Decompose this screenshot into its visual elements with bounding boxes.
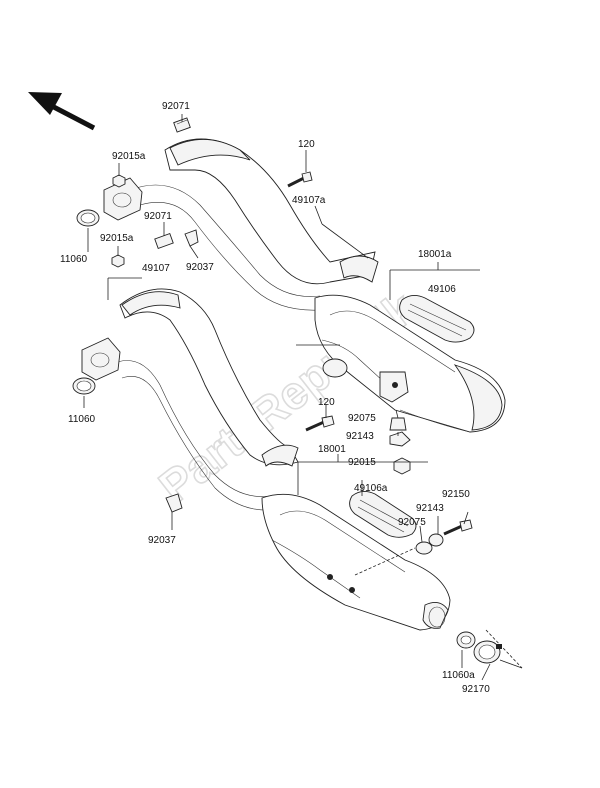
bolt-92150 (443, 519, 473, 536)
bracket-92037-low (165, 493, 183, 513)
label-92015: 92015 (348, 457, 376, 468)
nut-92015 (393, 457, 411, 475)
front-arrow-icon (28, 92, 96, 131)
label-92015a-top: 92015a (112, 151, 146, 162)
label-49107a: 49107a (292, 195, 326, 206)
label-92170: 92170 (462, 684, 490, 695)
nut-92015a-mid (111, 254, 125, 268)
label-92037-low: 92037 (148, 535, 176, 546)
collar-92143-top (389, 431, 411, 447)
nut-92015a-top (112, 174, 126, 188)
label-92075-low: 92075 (398, 517, 426, 528)
gasket-11060-top (76, 209, 100, 227)
bolt-120-mid (305, 415, 335, 432)
label-120-top: 120 (298, 139, 315, 150)
clip-92071-mid (154, 232, 174, 250)
bolt-120-top (287, 171, 313, 188)
label-92071-top: 92071 (162, 101, 190, 112)
label-18001a: 18001a (418, 249, 452, 260)
heat-guard-49106a (349, 491, 417, 538)
clamp-92170 (473, 640, 502, 664)
upper-exhaust-pipe (103, 138, 506, 433)
lower-exhaust-pipe (81, 288, 451, 631)
label-49106a: 49106a (354, 483, 388, 494)
label-49106: 49106 (428, 284, 456, 295)
heat-guard-49106 (399, 295, 475, 343)
label-49107: 49107 (142, 263, 170, 274)
label-92150: 92150 (442, 489, 470, 500)
clip-92071-top (173, 117, 191, 133)
label-92143-low: 92143 (416, 503, 444, 514)
leader-lines (83, 114, 523, 681)
label-18001: 18001 (318, 444, 346, 455)
label-92015a-mid: 92015a (100, 233, 134, 244)
label-92143-top: 92143 (346, 431, 374, 442)
label-92037-top: 92037 (186, 262, 214, 273)
label-11060-top: 11060 (60, 254, 88, 265)
bracket-92037-top (184, 229, 199, 247)
gasket-11060a (456, 631, 476, 649)
label-92075-top: 92075 (348, 413, 376, 424)
label-11060-mid: 11060 (68, 414, 96, 425)
label-120-mid: 120 (318, 397, 335, 408)
label-11060a: 11060a (442, 670, 475, 681)
label-92071-mid: 92071 (144, 211, 172, 222)
gasket-11060-mid (72, 377, 96, 395)
collar-92143-low (428, 533, 444, 547)
rubber-92075-low (415, 541, 433, 555)
rubber-92075-top (389, 417, 407, 431)
